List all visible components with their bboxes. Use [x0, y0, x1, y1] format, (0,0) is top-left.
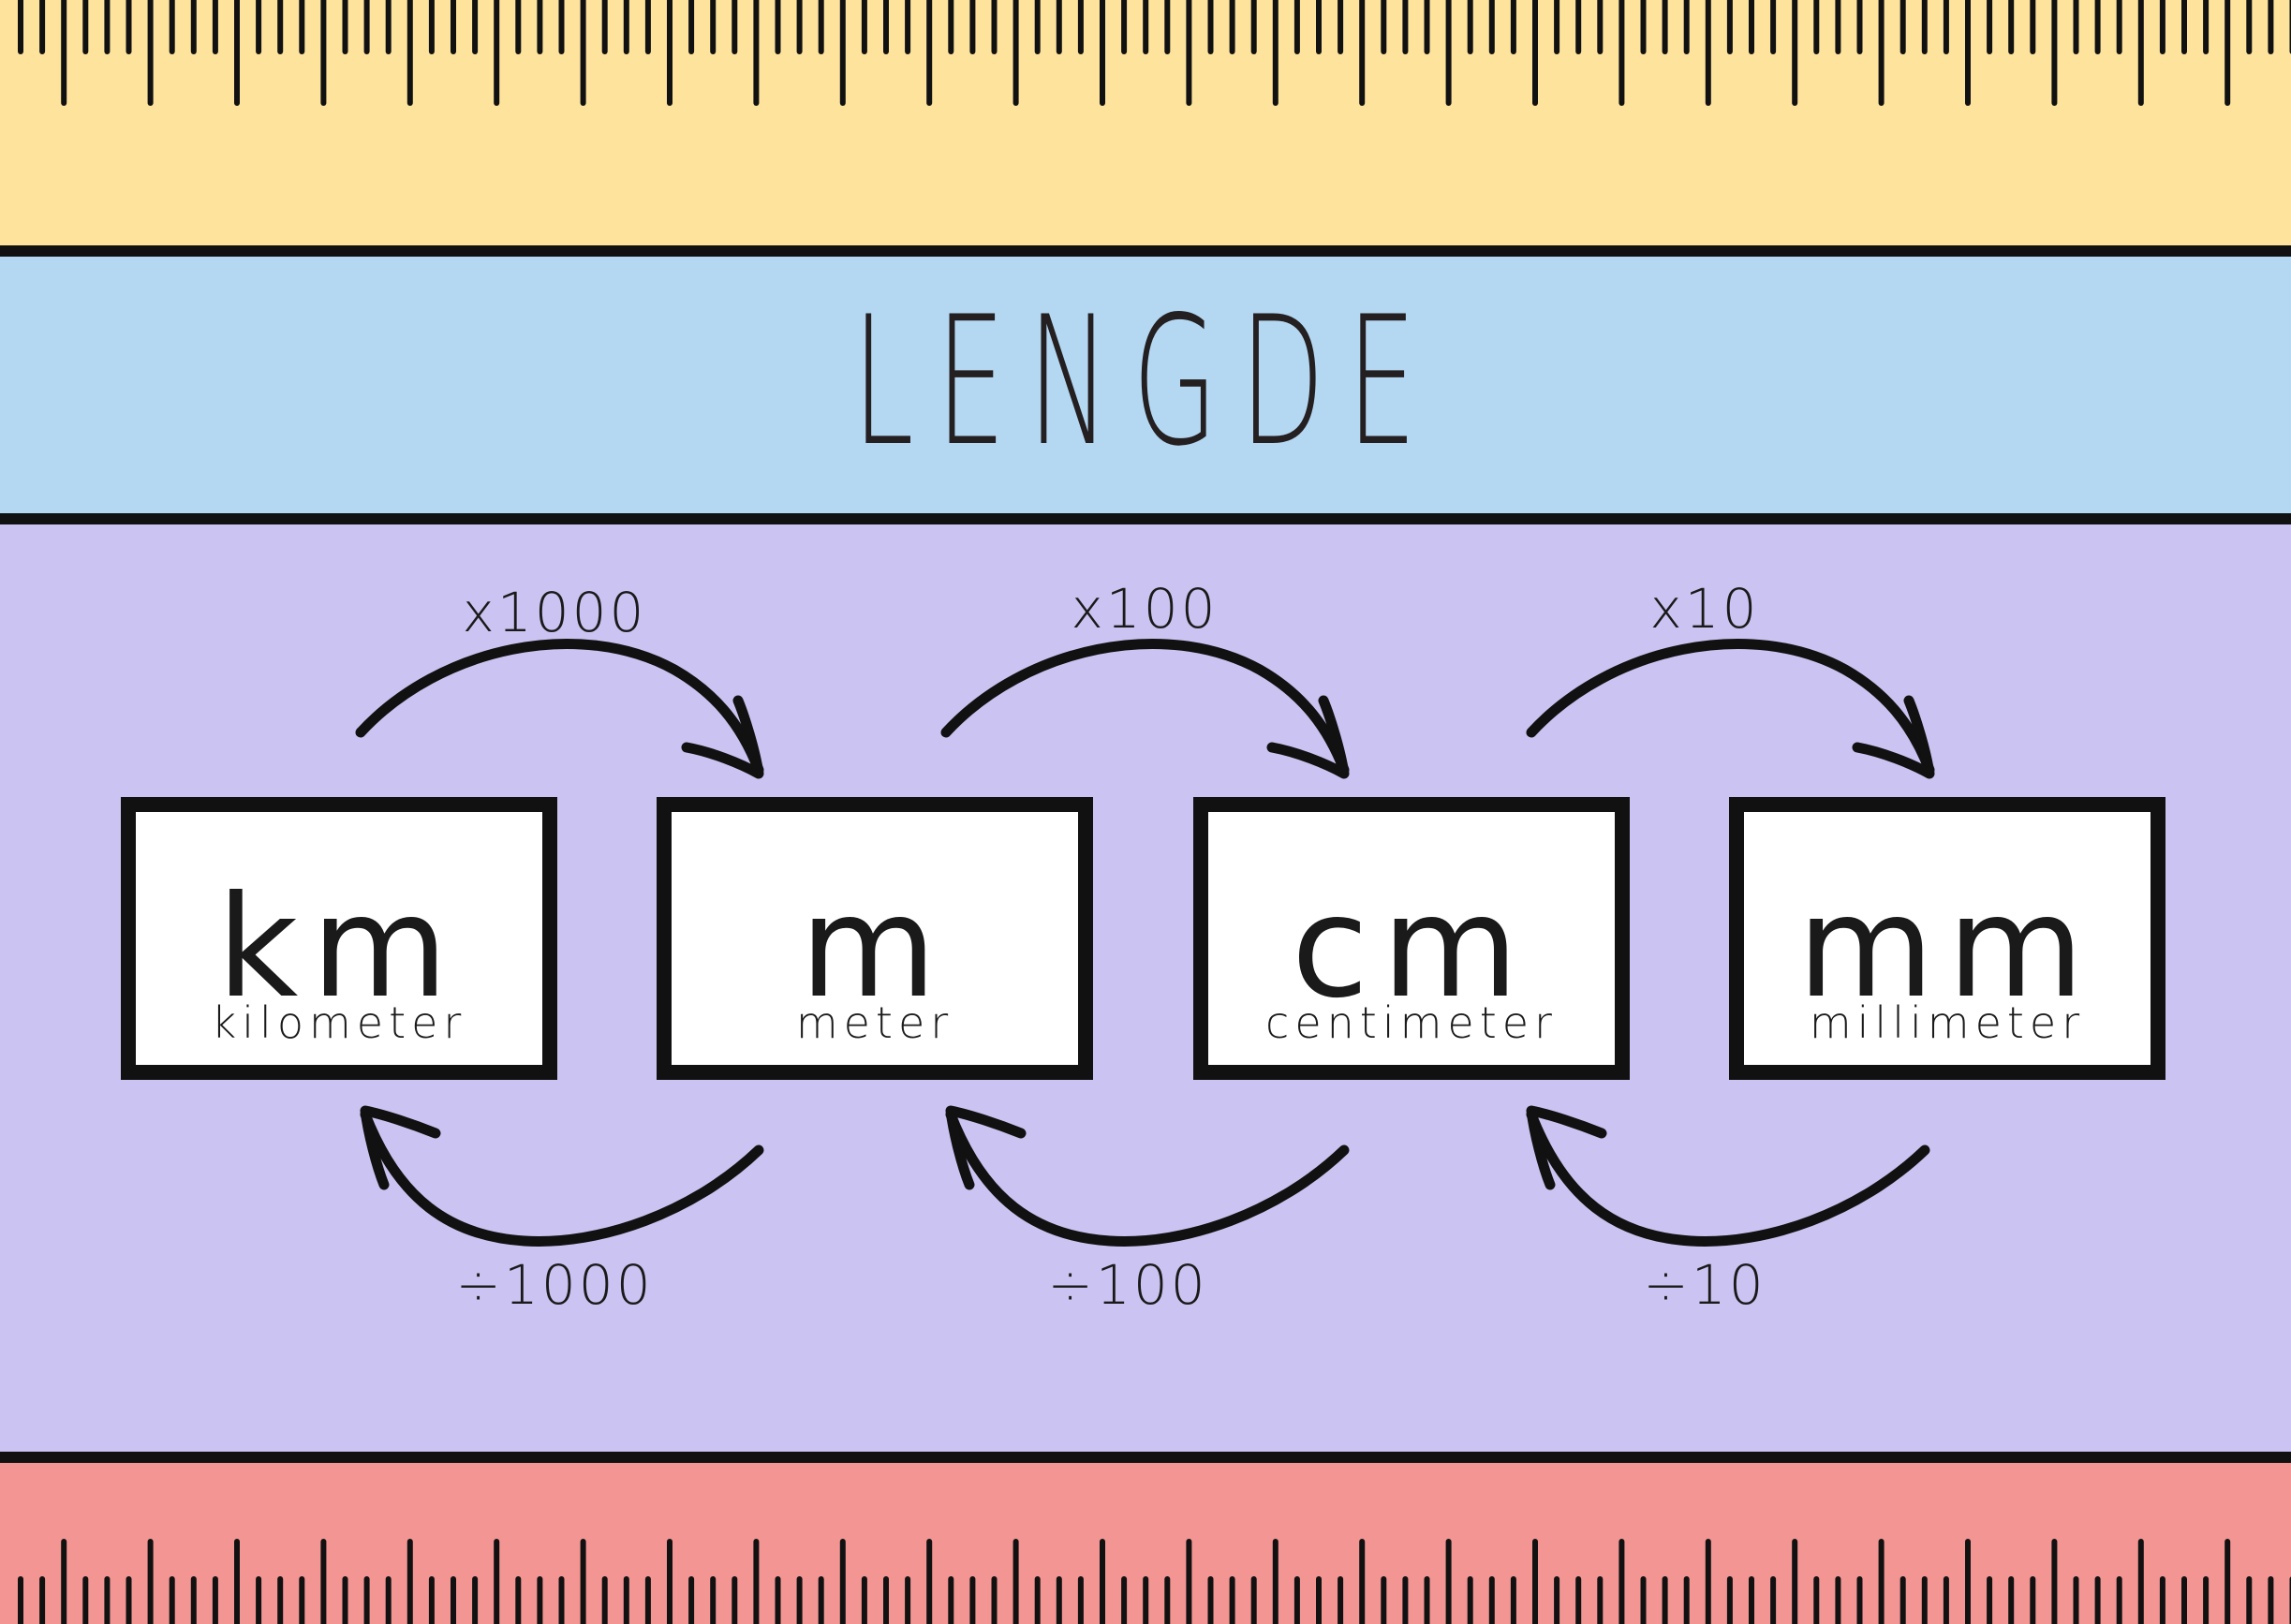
multiply-label: x100 — [1071, 577, 1219, 641]
unit-symbol: km — [216, 866, 462, 1029]
divide-label: ÷100 — [1047, 1253, 1208, 1317]
unit-name: meter — [795, 997, 954, 1048]
multiply-label: x10 — [1649, 577, 1760, 641]
divide-arrow-icon — [1526, 1105, 1930, 1247]
conversion-arrows — [355, 639, 1935, 1247]
ruler-bottom-ticks — [18, 1539, 2291, 1624]
unit-symbol: cm — [1291, 866, 1532, 1029]
multiply-arrow-icon — [1526, 639, 1935, 779]
unit-name: millimeter — [1809, 997, 2086, 1048]
unit-box-mm: mm millimeter — [1729, 797, 2165, 1080]
unit-name: centimeter — [1265, 997, 1558, 1048]
unit-name: kilometer — [211, 997, 467, 1048]
multiply-arrow-icon — [355, 639, 764, 779]
divide-label: ÷1000 — [455, 1253, 654, 1317]
page-title: LENGDE — [852, 278, 1439, 485]
divide-label: ÷10 — [1643, 1253, 1766, 1317]
ruler-top-ticks — [18, 0, 2291, 106]
title-band: LENGDE — [0, 245, 2291, 524]
unit-symbol: m — [799, 866, 951, 1029]
ruler-bottom — [0, 1452, 2291, 1624]
unit-symbol: mm — [1796, 866, 2098, 1029]
multiply-label: x1000 — [462, 581, 647, 644]
ruler-top — [0, 0, 2291, 245]
unit-box-m: m meter — [657, 797, 1093, 1080]
unit-box-cm: cm centimeter — [1193, 797, 1630, 1080]
unit-box-km: km kilometer — [121, 797, 557, 1080]
divide-arrow-icon — [945, 1105, 1350, 1247]
conversion-diagram: x1000 x100 x10 km kilometer m meter cm c… — [0, 524, 2291, 1452]
multiply-arrow-icon — [940, 639, 1350, 779]
divide-arrow-icon — [360, 1105, 764, 1247]
